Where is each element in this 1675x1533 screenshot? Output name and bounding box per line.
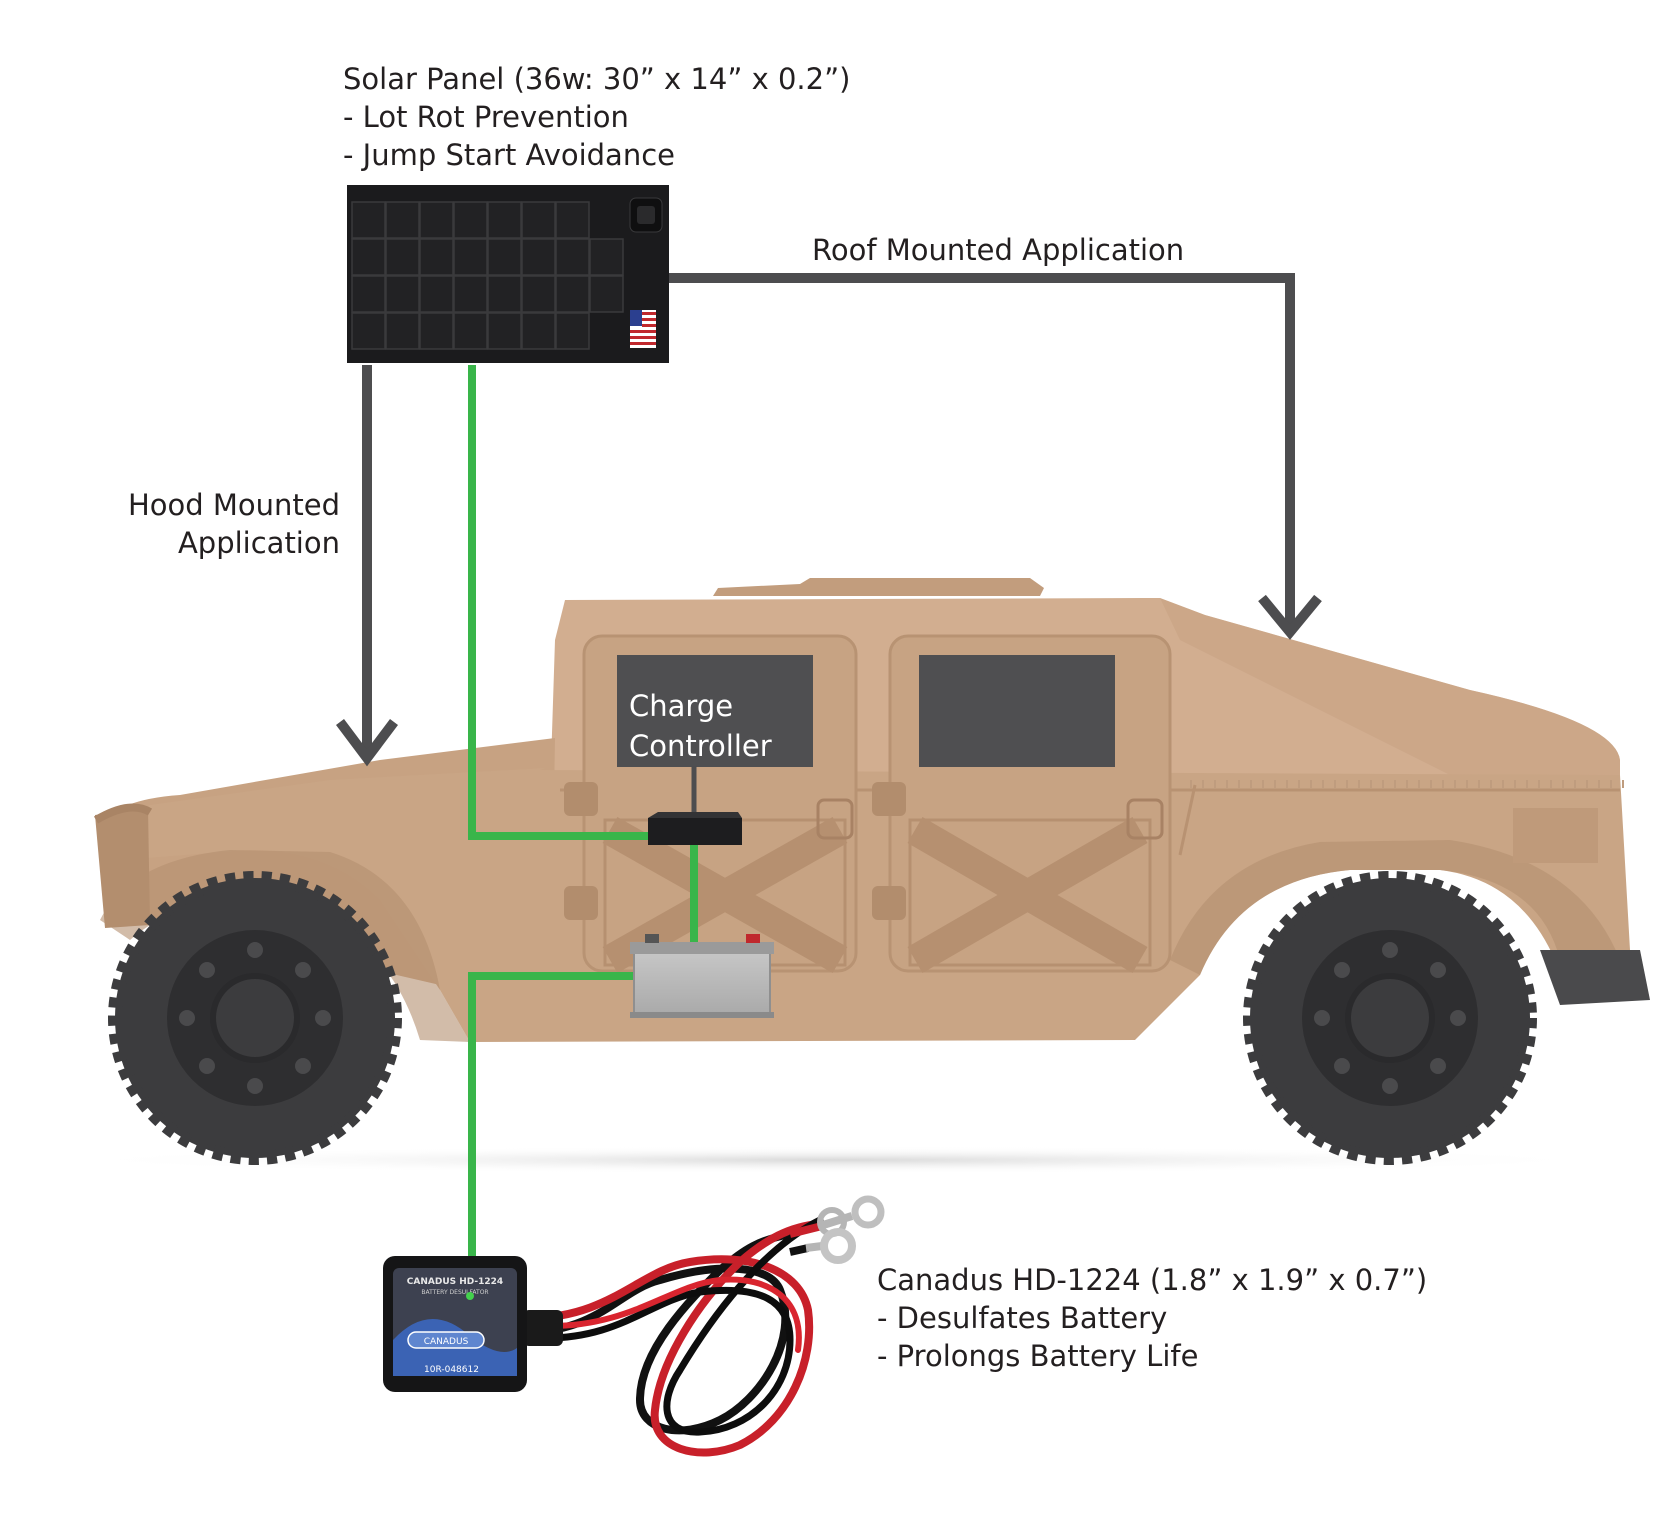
solar-cell — [385, 201, 420, 239]
solar-cell — [385, 238, 420, 276]
solar-panel-title: Solar Panel (36w: 30” x 14” x 0.2”) — [343, 62, 851, 96]
solar-cell — [555, 238, 590, 276]
status-led — [466, 1292, 474, 1300]
solar-cell — [453, 238, 488, 276]
solar-cell — [487, 201, 522, 239]
green-wiring — [468, 365, 698, 1256]
solar-cell — [419, 312, 454, 350]
solar-cell — [385, 275, 420, 313]
battery-to-desulfator-wire — [468, 972, 636, 1256]
solar-cell — [453, 312, 488, 350]
solar-cell — [385, 312, 420, 350]
roof-arrow — [668, 273, 1322, 640]
solar-cell — [351, 312, 386, 350]
rear-window — [919, 655, 1115, 767]
solar-cell — [351, 238, 386, 276]
desulfator-label: Canadus HD-1224 (1.8” x 1.9” x 0.7”) - D… — [877, 1261, 1427, 1375]
charge-controller-label: Charge Controller — [629, 686, 772, 766]
charge-controller-line: Charge — [629, 689, 734, 723]
hood-mounted-line: Hood Mounted — [127, 488, 340, 522]
solar-cell — [453, 275, 488, 313]
solar-cell — [521, 275, 556, 313]
device-code-text: 10R-048612 — [424, 1365, 479, 1375]
solar-cell — [419, 201, 454, 239]
charge-controller-line: Controller — [629, 729, 772, 763]
solar-cell — [419, 238, 454, 276]
solar-cell — [555, 275, 590, 313]
roof-mounted-label: Roof Mounted Application — [812, 233, 1185, 267]
desulfator-feature: - Desulfates Battery — [877, 1301, 1168, 1335]
solar-cell — [555, 312, 590, 350]
solar-cell — [351, 201, 386, 239]
solar-cell — [487, 312, 522, 350]
panel-to-controller-wire — [468, 365, 648, 840]
device-brand-text: CANADUS HD-1224 — [407, 1277, 503, 1287]
solar-panel-feature: - Jump Start Avoidance — [343, 138, 675, 172]
solar-cell — [589, 238, 624, 276]
device-subtitle-text: BATTERY DESULFATOR — [421, 1289, 488, 1296]
solar-cell — [487, 275, 522, 313]
solar-cell — [589, 275, 624, 313]
front-wheel — [108, 871, 402, 1165]
humvee-icon — [93, 578, 1650, 1042]
solar-cell — [521, 238, 556, 276]
ground-shadow — [55, 1146, 1615, 1174]
hood-mounted-line: Application — [177, 526, 340, 560]
charge-controller-icon — [648, 812, 742, 845]
solar-panel-feature: - Lot Rot Prevention — [343, 100, 629, 134]
hood-mounted-label: Hood Mounted Application — [100, 486, 340, 562]
flag-icon — [630, 310, 656, 348]
desulfator-device-icon: CANADUS CANADUS HD-1224 BATTERY DESULFAT… — [383, 1195, 885, 1457]
solar-cell — [419, 275, 454, 313]
solar-panel-icon — [347, 185, 669, 363]
solar-cell — [555, 201, 590, 239]
solar-cell — [521, 312, 556, 350]
desulfator-title: Canadus HD-1224 (1.8” x 1.9” x 0.7”) — [877, 1263, 1428, 1297]
rear-wheel — [1243, 871, 1537, 1165]
solar-cell — [453, 201, 488, 239]
solar-cell — [487, 238, 522, 276]
front-window — [617, 655, 813, 767]
desulfator-feature: - Prolongs Battery Life — [877, 1339, 1199, 1373]
hood-arrow — [336, 365, 398, 767]
solar-cell — [521, 201, 556, 239]
device-logo-text: CANADUS — [424, 1337, 469, 1347]
battery-icon — [630, 934, 774, 1018]
solar-cell — [351, 275, 386, 313]
solar-panel-label: Solar Panel (36w: 30” x 14” x 0.2”) - Lo… — [343, 60, 850, 174]
